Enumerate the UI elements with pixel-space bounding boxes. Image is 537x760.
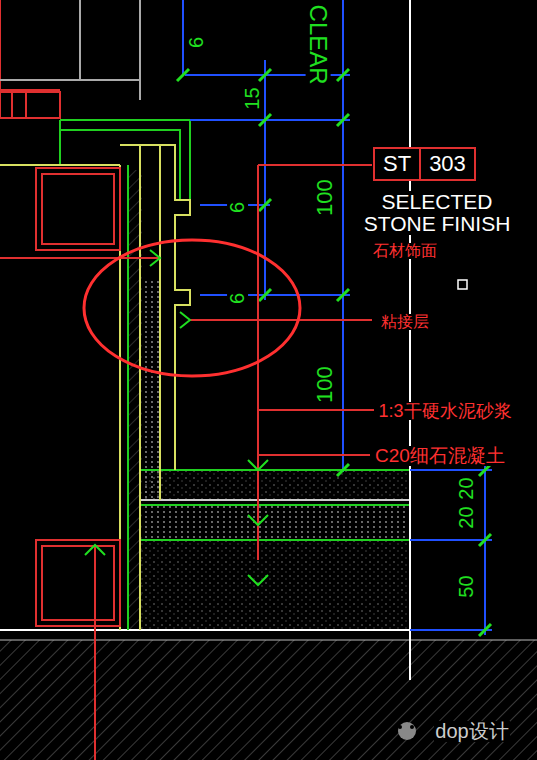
leader-lines-part: [94, 545, 96, 760]
floor-lines: [0, 0, 537, 680]
frame-members-part: [36, 540, 120, 626]
frame-members-part: [0, 79, 140, 81]
dimension-lines-part: [410, 469, 492, 471]
leader-lines-part: [190, 319, 372, 321]
wechat-icon-part: [410, 725, 414, 729]
frame-members-part: [25, 92, 27, 118]
floor-lines-part: [0, 640, 537, 641]
floor-lines-part: [140, 504, 410, 506]
ground-fill: [0, 170, 537, 760]
leader-lines-part: [258, 454, 370, 456]
leader-lines: [0, 165, 374, 760]
wall-cladding-part: [0, 164, 120, 166]
material-note: SELECTED STONE FINISH: [361, 191, 513, 235]
wall-cladding-part: [120, 145, 190, 470]
dimension-number: 50: [456, 574, 477, 598]
dimension-ticks-part: [337, 464, 349, 476]
dimension-number: 6: [228, 291, 249, 304]
ground-fill-part: [145, 470, 410, 500]
material-note: 1:3干硬水泥砂浆: [377, 402, 512, 421]
dimension-lines-part: [200, 294, 350, 296]
dimension-lines: [183, 0, 492, 635]
material-tag: ST303: [373, 147, 476, 181]
wall-cladding-part: [60, 120, 190, 205]
dimension-number: 100: [312, 179, 335, 218]
wall-cladding-part: [159, 145, 161, 500]
frame-members-part: [79, 0, 81, 80]
leader-lines-part: [258, 164, 372, 166]
leader-lines-part: [84, 240, 300, 376]
material-note: C20细石混凝土: [374, 446, 506, 466]
frame-members-part: [0, 89, 60, 91]
wall-cladding-part: [139, 145, 141, 630]
cursor-box: [458, 280, 467, 289]
dimension-ticks-part: [337, 114, 349, 126]
frame-members-part: [139, 0, 141, 100]
wechat-icon: [398, 722, 416, 740]
dimension-ticks-part: [337, 289, 349, 301]
frame-members: [0, 0, 140, 626]
wechat-icon-part: [398, 725, 402, 729]
leader-arrows-part: [85, 545, 105, 555]
dimension-lines-part: [410, 629, 492, 631]
ground-fill-part: [0, 640, 537, 760]
dimension-ticks-part: [259, 69, 271, 81]
frame-members-part: [0, 92, 60, 118]
dimension-number: 100: [312, 366, 335, 405]
dimension-ticks: [177, 69, 491, 636]
dimension-number: 15: [242, 86, 263, 110]
dimension-ticks-part: [479, 534, 491, 546]
frame-members-part: [0, 0, 1, 90]
leader-arrows-part: [180, 312, 190, 328]
ground-fill-part: [140, 505, 410, 540]
dimension-number: 20: [456, 476, 477, 500]
dimension-ticks-part: [479, 624, 491, 636]
dimension-ticks-part: [259, 289, 271, 301]
dimension-lines-part: [182, 0, 184, 75]
frame-members-part: [36, 168, 120, 250]
frame-members-part: [42, 174, 114, 244]
frame-members-part: [11, 92, 13, 118]
dimension-number: 6: [187, 35, 208, 48]
leader-arrows-part: [248, 575, 268, 585]
dimension-ticks-part: [259, 199, 271, 211]
watermark: dop设计: [434, 721, 509, 742]
floor-lines-part: [140, 539, 410, 541]
leader-lines-part: [258, 409, 374, 411]
dimension-lines-part: [410, 539, 492, 541]
wall-cladding-part: [59, 120, 61, 165]
dimension-ticks-part: [177, 69, 189, 81]
dimension-ticks-part: [337, 69, 349, 81]
dimension-number: 20: [456, 505, 477, 529]
floor-lines-part: [0, 629, 410, 631]
ground-fill-part: [140, 540, 410, 630]
dimension-lines-part: [342, 0, 344, 472]
dimension-number: 6: [228, 200, 249, 213]
dimension-lines-part: [264, 60, 266, 300]
frame-members-part: [42, 546, 114, 620]
dimension-lines-part: [484, 465, 486, 635]
clearance-text: CLEAR: [305, 4, 330, 86]
wechat-icon-part: [398, 722, 416, 740]
leader-lines-part: [0, 257, 160, 259]
dimension-lines-part: [190, 119, 350, 121]
leader-arrows-part: [150, 250, 160, 266]
floor-lines-part: [140, 469, 410, 471]
dimension-ticks-part: [259, 114, 271, 126]
material-note: 粘接层: [380, 314, 430, 331]
leader-arrows-part: [248, 460, 268, 470]
wall-cladding-part: [127, 165, 129, 630]
floor-lines-part: [409, 0, 411, 680]
material-note: 石材饰面: [372, 243, 438, 260]
tag-text: ST: [375, 149, 419, 179]
leader-arrows-part: [248, 515, 268, 525]
ground-fill-part: [142, 280, 160, 500]
leader-arrows: [85, 250, 268, 585]
tag-text: 303: [419, 149, 474, 179]
floor-lines-part: [140, 499, 410, 501]
